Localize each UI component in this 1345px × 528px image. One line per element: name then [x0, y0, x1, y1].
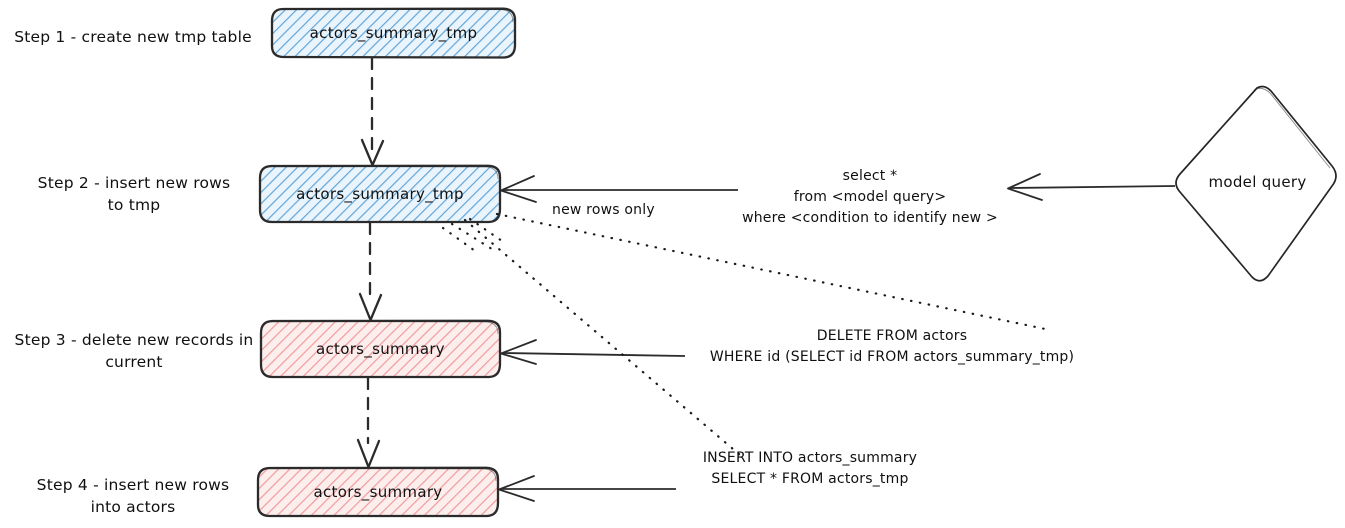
- edge-label-insert-sql: INSERT INTO actors_summary SELECT * FROM…: [702, 450, 918, 487]
- connector-insert-to-summary: [498, 475, 676, 502]
- dotted-reference-lines: [441, 212, 1052, 457]
- dotted-to-delete-label: [495, 212, 1052, 332]
- step-label-3: Step 3 - delete new records in current: [14, 331, 254, 372]
- connector-step3-to-step4: [356, 376, 381, 469]
- node-summary-3-shape[interactable]: [259, 319, 502, 379]
- dotted-to-insert-label: [463, 218, 742, 457]
- node-summary-4-shape[interactable]: [256, 466, 500, 518]
- node-model-query-shape[interactable]: [1175, 85, 1337, 282]
- edge-label-model-query-sql: select * from <model query> where <condi…: [742, 168, 998, 226]
- connector-delete-to-summary: [500, 339, 686, 365]
- node-tmp-2-shape[interactable]: [258, 164, 502, 224]
- connector-step2-to-step3: [358, 221, 383, 322]
- edge-label-new-rows-only: new rows only: [552, 202, 655, 218]
- connector-model-query-to-tmp: [500, 173, 1176, 203]
- step-label-1: Step 1 - create new tmp table: [14, 28, 252, 46]
- connector-step1-to-step2: [360, 56, 385, 167]
- edge-label-delete-sql: DELETE FROM actors WHERE id (SELECT id F…: [709, 328, 1075, 365]
- node-tmp-1-shape[interactable]: [270, 7, 517, 59]
- step-label-4: Step 4 - insert new rows into actors: [36, 476, 230, 517]
- step-label-2: Step 2 - insert new rows to tmp: [37, 174, 231, 215]
